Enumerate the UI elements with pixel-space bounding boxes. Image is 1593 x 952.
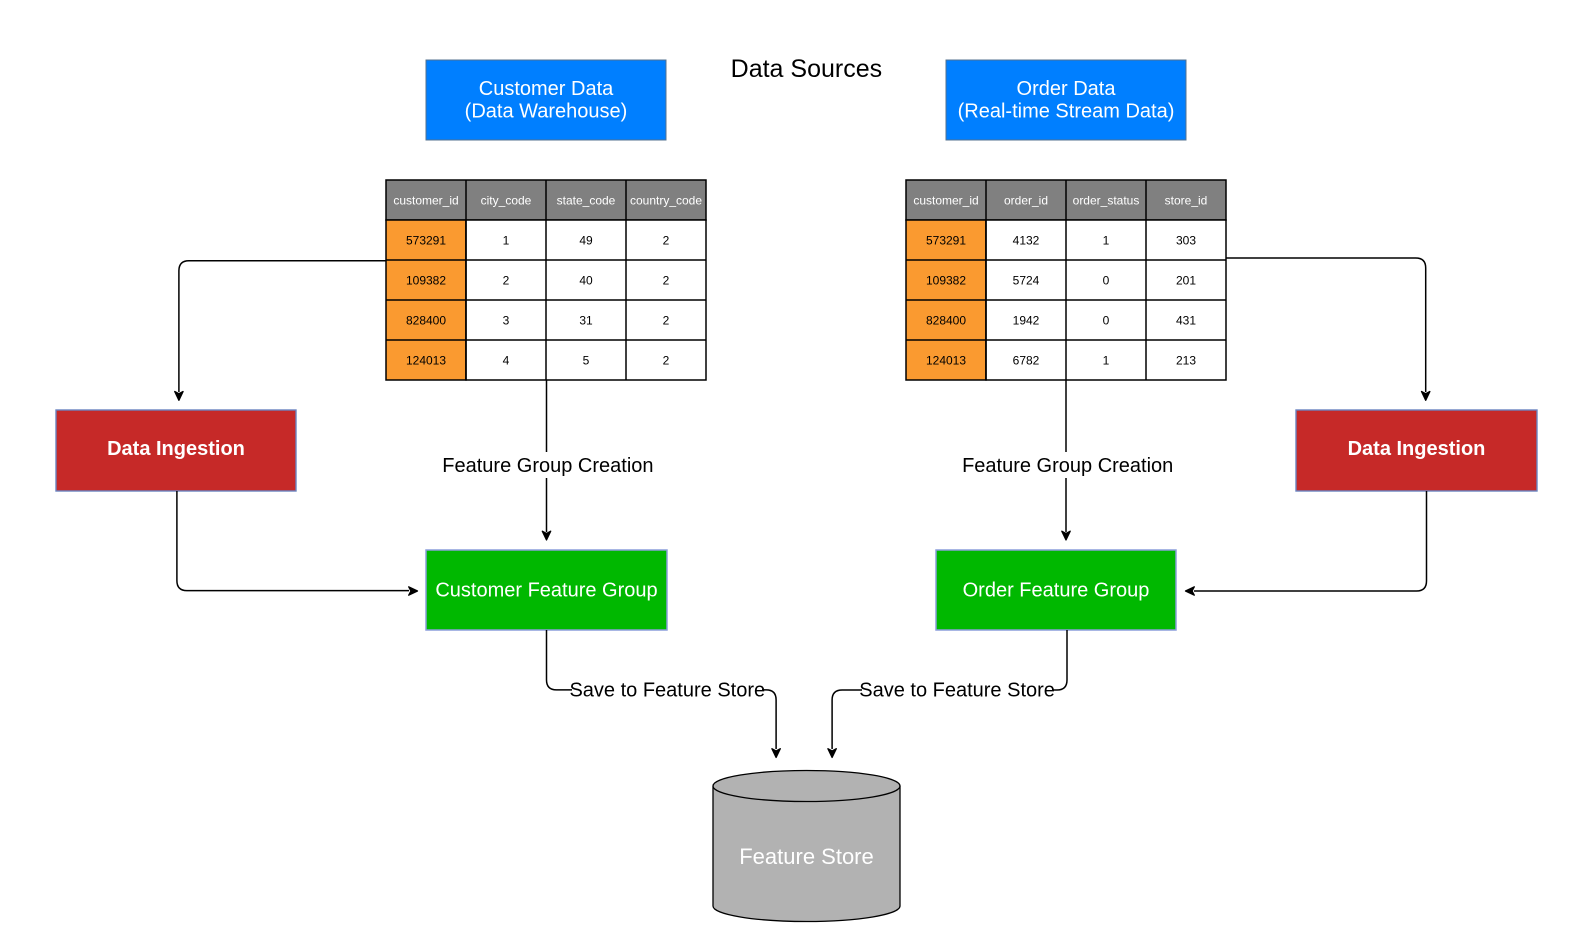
svg-text:5: 5	[583, 353, 590, 367]
svg-text:0: 0	[1103, 273, 1110, 287]
svg-text:Customer Feature Group: Customer Feature Group	[435, 580, 657, 602]
svg-text:4132: 4132	[1013, 233, 1040, 247]
svg-text:Customer Data: Customer Data	[479, 78, 614, 100]
svg-text:4: 4	[503, 353, 510, 367]
svg-text:Save to Feature Store: Save to Feature Store	[569, 679, 765, 701]
svg-text:Save to Feature Store: Save to Feature Store	[859, 679, 1055, 701]
svg-text:2: 2	[663, 273, 670, 287]
svg-text:828400: 828400	[406, 313, 446, 327]
svg-text:Feature Store: Feature Store	[739, 844, 874, 869]
svg-text:2: 2	[663, 233, 670, 247]
svg-text:customer_id: customer_id	[913, 193, 978, 207]
svg-text:828400: 828400	[926, 313, 966, 327]
svg-text:order_status: order_status	[1073, 193, 1140, 207]
svg-text:1: 1	[503, 233, 510, 247]
svg-text:customer_id: customer_id	[393, 193, 458, 207]
svg-text:1942: 1942	[1013, 313, 1040, 327]
svg-text:40: 40	[579, 273, 593, 287]
svg-text:31: 31	[579, 313, 593, 327]
svg-text:1: 1	[1103, 233, 1110, 247]
svg-text:Data Sources: Data Sources	[731, 55, 882, 83]
svg-text:Feature Group Creation: Feature Group Creation	[442, 455, 653, 477]
svg-text:Data Ingestion: Data Ingestion	[1348, 438, 1486, 460]
svg-text:6782: 6782	[1013, 353, 1040, 367]
svg-text:1: 1	[1103, 353, 1110, 367]
svg-text:49: 49	[579, 233, 593, 247]
svg-text:2: 2	[503, 273, 510, 287]
svg-text:country_code: country_code	[630, 193, 702, 207]
svg-text:431: 431	[1176, 313, 1196, 327]
svg-text:Order Feature Group: Order Feature Group	[963, 580, 1150, 602]
svg-text:3: 3	[503, 313, 510, 327]
svg-text:0: 0	[1103, 313, 1110, 327]
svg-text:109382: 109382	[926, 273, 966, 287]
svg-text:124013: 124013	[926, 353, 966, 367]
svg-text:303: 303	[1176, 233, 1196, 247]
svg-text:2: 2	[663, 353, 670, 367]
svg-text:Order Data: Order Data	[1017, 78, 1117, 100]
svg-text:(Real-time Stream Data): (Real-time Stream Data)	[958, 101, 1175, 123]
svg-text:state_code: state_code	[557, 193, 616, 207]
svg-text:213: 213	[1176, 353, 1196, 367]
svg-text:124013: 124013	[406, 353, 446, 367]
svg-text:5724: 5724	[1013, 273, 1040, 287]
svg-text:2: 2	[663, 313, 670, 327]
svg-text:Feature Group Creation: Feature Group Creation	[962, 455, 1173, 477]
svg-text:573291: 573291	[406, 233, 446, 247]
svg-text:(Data Warehouse): (Data Warehouse)	[465, 101, 628, 123]
svg-text:201: 201	[1176, 273, 1196, 287]
svg-text:573291: 573291	[926, 233, 966, 247]
svg-text:city_code: city_code	[481, 193, 532, 207]
svg-text:109382: 109382	[406, 273, 446, 287]
svg-text:order_id: order_id	[1004, 193, 1048, 207]
svg-text:Data Ingestion: Data Ingestion	[107, 438, 245, 460]
svg-text:store_id: store_id	[1165, 193, 1208, 207]
